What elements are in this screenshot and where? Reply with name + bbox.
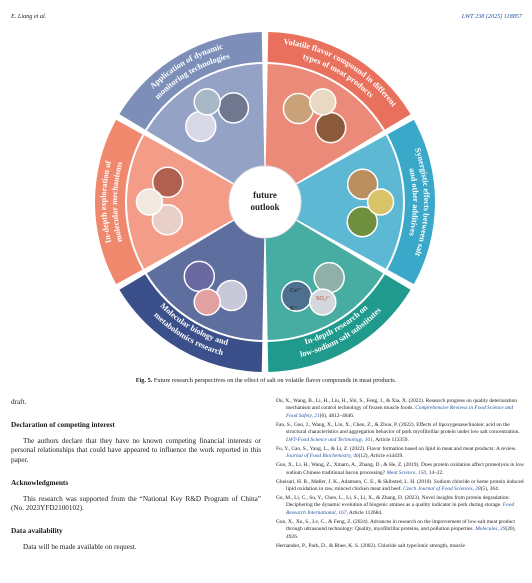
center-circle <box>228 165 302 239</box>
ion-label: Ca²⁺ <box>290 287 302 294</box>
segment-band-mechanisms <box>95 119 143 285</box>
competing-interest-heading: Declaration of competing interest <box>11 419 115 429</box>
thumbnail-image <box>309 88 337 116</box>
thumbnail-image <box>217 92 250 124</box>
left-column: draft. Declaration of competing interest… <box>11 398 261 560</box>
ion-label: K⁺ <box>290 305 298 312</box>
thumbnail-image <box>215 279 248 312</box>
reference-journal-link[interactable]: Molecules, 29 <box>475 526 506 533</box>
reference-item: Fu, Y., Cao, S., Yang, L., & Li, Z. (202… <box>276 445 517 460</box>
figure-caption-text: Future research perspectives on the effe… <box>153 377 397 384</box>
reference-journal-link[interactable]: Comprehensive Reviews in Food Science an… <box>286 405 514 419</box>
thumbnail-image <box>151 204 184 236</box>
segment-wedge-synergistic <box>296 135 404 269</box>
acknowledgments-text: This research was supported from the “Na… <box>11 494 261 513</box>
reference-journal-link[interactable]: Food Research International, 167 <box>286 502 515 516</box>
reference-item: Guo, X., Li, H., Wang, Z., Xmarn, A., Zh… <box>276 462 524 476</box>
reference-journal-link[interactable]: Journal of Food Biochemistry, 46 <box>286 453 359 460</box>
segment-band-low-sodium <box>267 274 411 372</box>
draft-lead: draft. <box>11 398 27 406</box>
segment-band-monitoring <box>119 32 263 130</box>
segment-wedge-mechanisms <box>126 135 234 269</box>
acknowledgments-heading: Acknowledgments <box>11 477 69 487</box>
thumbnail-image <box>309 288 337 316</box>
thumbnail-image <box>185 110 217 143</box>
thumbnail-image <box>313 261 345 294</box>
ion-label: SO₄²⁻ <box>316 296 331 302</box>
segment-label-synergistic: and other additives <box>407 167 420 237</box>
thumbnail-image <box>366 188 395 216</box>
reference-item: Du, X., Wang, B., Li, H., Liu, H., Shi, … <box>276 398 517 419</box>
thumbnail-image <box>135 188 164 216</box>
running-head-journal[interactable]: LWT 238 (2025) 118857 <box>461 13 522 20</box>
thumbnail-image <box>346 205 379 238</box>
data-availability-heading: Data availability <box>11 526 63 535</box>
figure-caption-label: Fig. 5. <box>135 377 153 384</box>
running-head-authors: E. Liang et al. <box>11 13 47 20</box>
segment-band-volatile <box>267 32 411 130</box>
center-label-line2: outlook <box>250 202 279 212</box>
thumbnail-image <box>151 166 184 199</box>
thumbnail-image <box>346 168 379 200</box>
thumbnail-image <box>183 260 216 293</box>
reference-item: Hernandez, P., Park, D., & Rhee, K. S. (… <box>276 542 465 549</box>
center-label-line1: future <box>253 190 277 200</box>
data-availability-text: Data will be made available on request. <box>23 542 137 551</box>
thumbnail-image <box>193 88 221 116</box>
thumbnail-image <box>282 92 315 125</box>
segment-band-molecular <box>119 274 263 372</box>
competing-interest-text: The authors declare that they have no kn… <box>11 436 261 464</box>
reference-list: Du, X., Wang, B., Li, H., Liu, H., Shi, … <box>276 398 524 552</box>
segment-band-synergistic <box>387 119 436 285</box>
thumbnail-image <box>314 111 347 144</box>
reference-item: Gheisari, H. R., Møller, J. K., Adamsen,… <box>276 478 524 492</box>
figure-caption: Fig. 5. Future research perspectives on … <box>0 377 532 384</box>
thumbnail-image <box>193 288 221 316</box>
reference-journal-link[interactable]: Czech Journal of Food Sciences, 28 <box>403 485 481 492</box>
reference-journal-link[interactable]: LWT-Food Science and Technology, 161 <box>286 436 373 443</box>
reference-item: Gu, M., Li, C., Su, Y., Chen, L., Li, S.… <box>276 494 515 516</box>
reference-journal-link[interactable]: Meat Science, 150 <box>386 469 427 476</box>
reference-item: Guo, X., Xu, S., Lv, C., & Feng, Z. (202… <box>276 518 516 540</box>
outlook-wheel: Volatile flavor compound in differenttyp… <box>95 32 436 372</box>
reference-item: Fan, S., Guo, J., Wang, X., Liu, X., Che… <box>276 421 520 443</box>
